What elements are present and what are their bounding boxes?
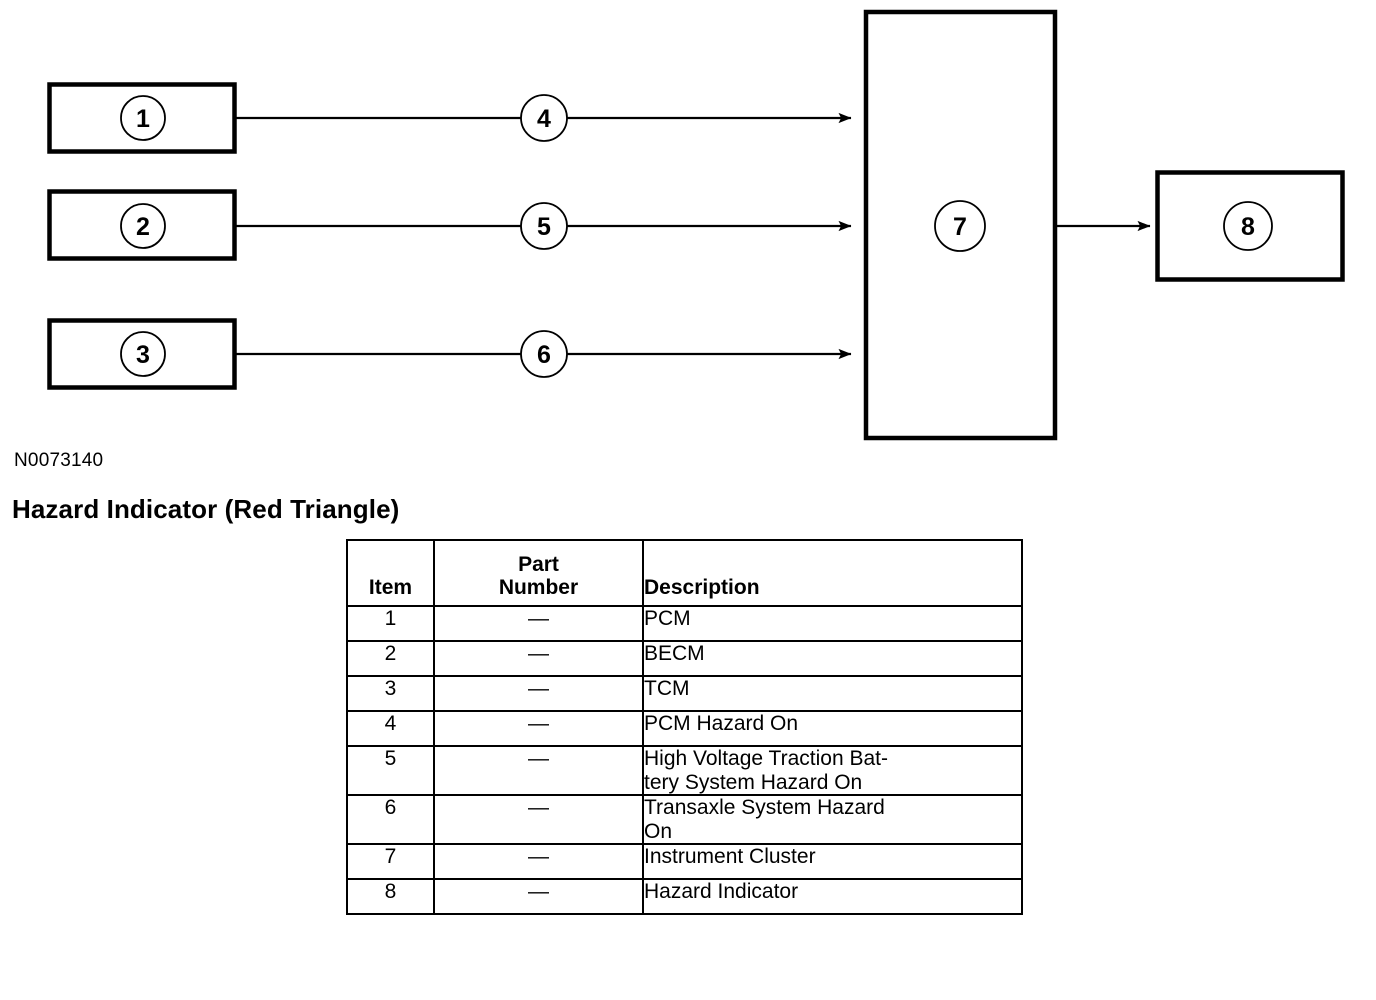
part-number-value: — xyxy=(528,747,549,770)
part-number-value: — xyxy=(528,845,549,869)
description-line-1: Transaxle System Hazard xyxy=(644,796,885,820)
diagram-marker-circle-6: 6 xyxy=(520,330,568,378)
marker-label-4: 4 xyxy=(537,105,551,133)
cell-part-number: — xyxy=(433,710,644,747)
cell-item: 3 xyxy=(346,675,435,712)
part-number-value: — xyxy=(528,712,549,735)
cell-part-number: — xyxy=(433,605,644,642)
block-diagram-svg: 1 2 3 7 8 4 xyxy=(47,9,1345,441)
table-row: 4 — PCM Hazard On xyxy=(346,710,1023,747)
cell-part-number: — xyxy=(433,843,644,881)
cell-part-number: — xyxy=(433,878,644,916)
node-label-2: 2 xyxy=(136,213,150,241)
column-header-part-number-line1: Part xyxy=(518,552,559,576)
description-line-1: PCM Hazard On xyxy=(644,712,799,735)
marker-label-5: 5 xyxy=(537,213,551,241)
table-row: 6 — Transaxle System Hazard On xyxy=(346,794,1023,846)
description-line-1: TCM xyxy=(644,677,690,700)
parts-table: Item Part Number Description 1 — PCM 2 xyxy=(346,539,1023,916)
part-number-value: — xyxy=(528,880,549,904)
cell-description: Transaxle System Hazard On xyxy=(642,794,1023,846)
figure-code: N0073140 xyxy=(14,450,104,471)
part-number-value: — xyxy=(528,796,549,820)
diagram-node-box-8: 8 xyxy=(1155,170,1345,282)
diagram-node-box-1: 1 xyxy=(47,82,237,154)
cell-description: PCM Hazard On xyxy=(642,710,1023,747)
diagram-marker-circle-4: 4 xyxy=(520,94,568,142)
node-label-7: 7 xyxy=(953,213,967,241)
diagram-marker-circle-5: 5 xyxy=(520,202,568,250)
cell-description: PCM xyxy=(642,605,1023,642)
column-header-part-number: Part Number xyxy=(433,539,644,607)
cell-part-number: — xyxy=(433,640,644,677)
cell-description: BECM xyxy=(642,640,1023,677)
table-row: 5 — High Voltage Traction Bat- tery Syst… xyxy=(346,744,1023,797)
table-row: 8 — Hazard Indicator xyxy=(346,878,1023,916)
cell-description: TCM xyxy=(642,675,1023,712)
description-line-1: PCM xyxy=(644,607,691,630)
cell-part-number: — xyxy=(433,744,644,797)
table-header-row: Item Part Number Description xyxy=(346,539,1023,607)
part-number-value: — xyxy=(528,677,549,700)
parts-table-body: 1 — PCM 2 — BECM 3 — xyxy=(346,605,1023,916)
cell-item: 4 xyxy=(346,710,435,747)
table-row: 1 — PCM xyxy=(346,605,1023,642)
section-heading: Hazard Indicator (Red Triangle) xyxy=(12,494,400,524)
parts-table-container: Item Part Number Description 1 — PCM 2 xyxy=(346,539,1023,916)
diagram-node-box-3: 3 xyxy=(47,318,237,390)
cell-item: 8 xyxy=(346,878,435,916)
cell-part-number: — xyxy=(433,794,644,846)
marker-label-6: 6 xyxy=(537,341,551,369)
cell-description: High Voltage Traction Bat- tery System H… xyxy=(642,744,1023,797)
node-label-3: 3 xyxy=(136,341,150,369)
cell-item: 7 xyxy=(346,843,435,881)
column-header-part-number-line2: Number xyxy=(498,576,579,600)
cell-item: 5 xyxy=(346,744,435,797)
description-line-1: Instrument Cluster xyxy=(644,845,816,869)
cell-item: 1 xyxy=(346,605,435,642)
block-diagram: 1 2 3 7 8 4 xyxy=(0,0,1376,450)
table-row: 3 — TCM xyxy=(346,675,1023,712)
parts-table-head: Item Part Number Description xyxy=(346,539,1023,607)
column-header-description: Description xyxy=(642,539,1023,607)
cell-description: Hazard Indicator xyxy=(642,878,1023,916)
part-number-value: — xyxy=(528,642,549,665)
part-number-value: — xyxy=(528,607,549,630)
column-header-item: Item xyxy=(346,539,435,607)
description-line-2: tery System Hazard On xyxy=(644,770,863,794)
table-row: 2 — BECM xyxy=(346,640,1023,677)
description-line-1: BECM xyxy=(644,642,705,665)
node-label-8: 8 xyxy=(1241,213,1255,241)
diagram-node-box-7: 7 xyxy=(863,9,1058,441)
cell-item: 2 xyxy=(346,640,435,677)
cell-part-number: — xyxy=(433,675,644,712)
node-label-1: 1 xyxy=(136,105,150,133)
description-line-1: Hazard Indicator xyxy=(644,880,799,904)
description-line-1: High Voltage Traction Bat- xyxy=(644,747,888,770)
description-line-2: On xyxy=(644,819,673,843)
cell-description: Instrument Cluster xyxy=(642,843,1023,881)
table-row: 7 — Instrument Cluster xyxy=(346,843,1023,881)
diagram-node-box-2: 2 xyxy=(47,189,237,261)
cell-item: 6 xyxy=(346,794,435,846)
